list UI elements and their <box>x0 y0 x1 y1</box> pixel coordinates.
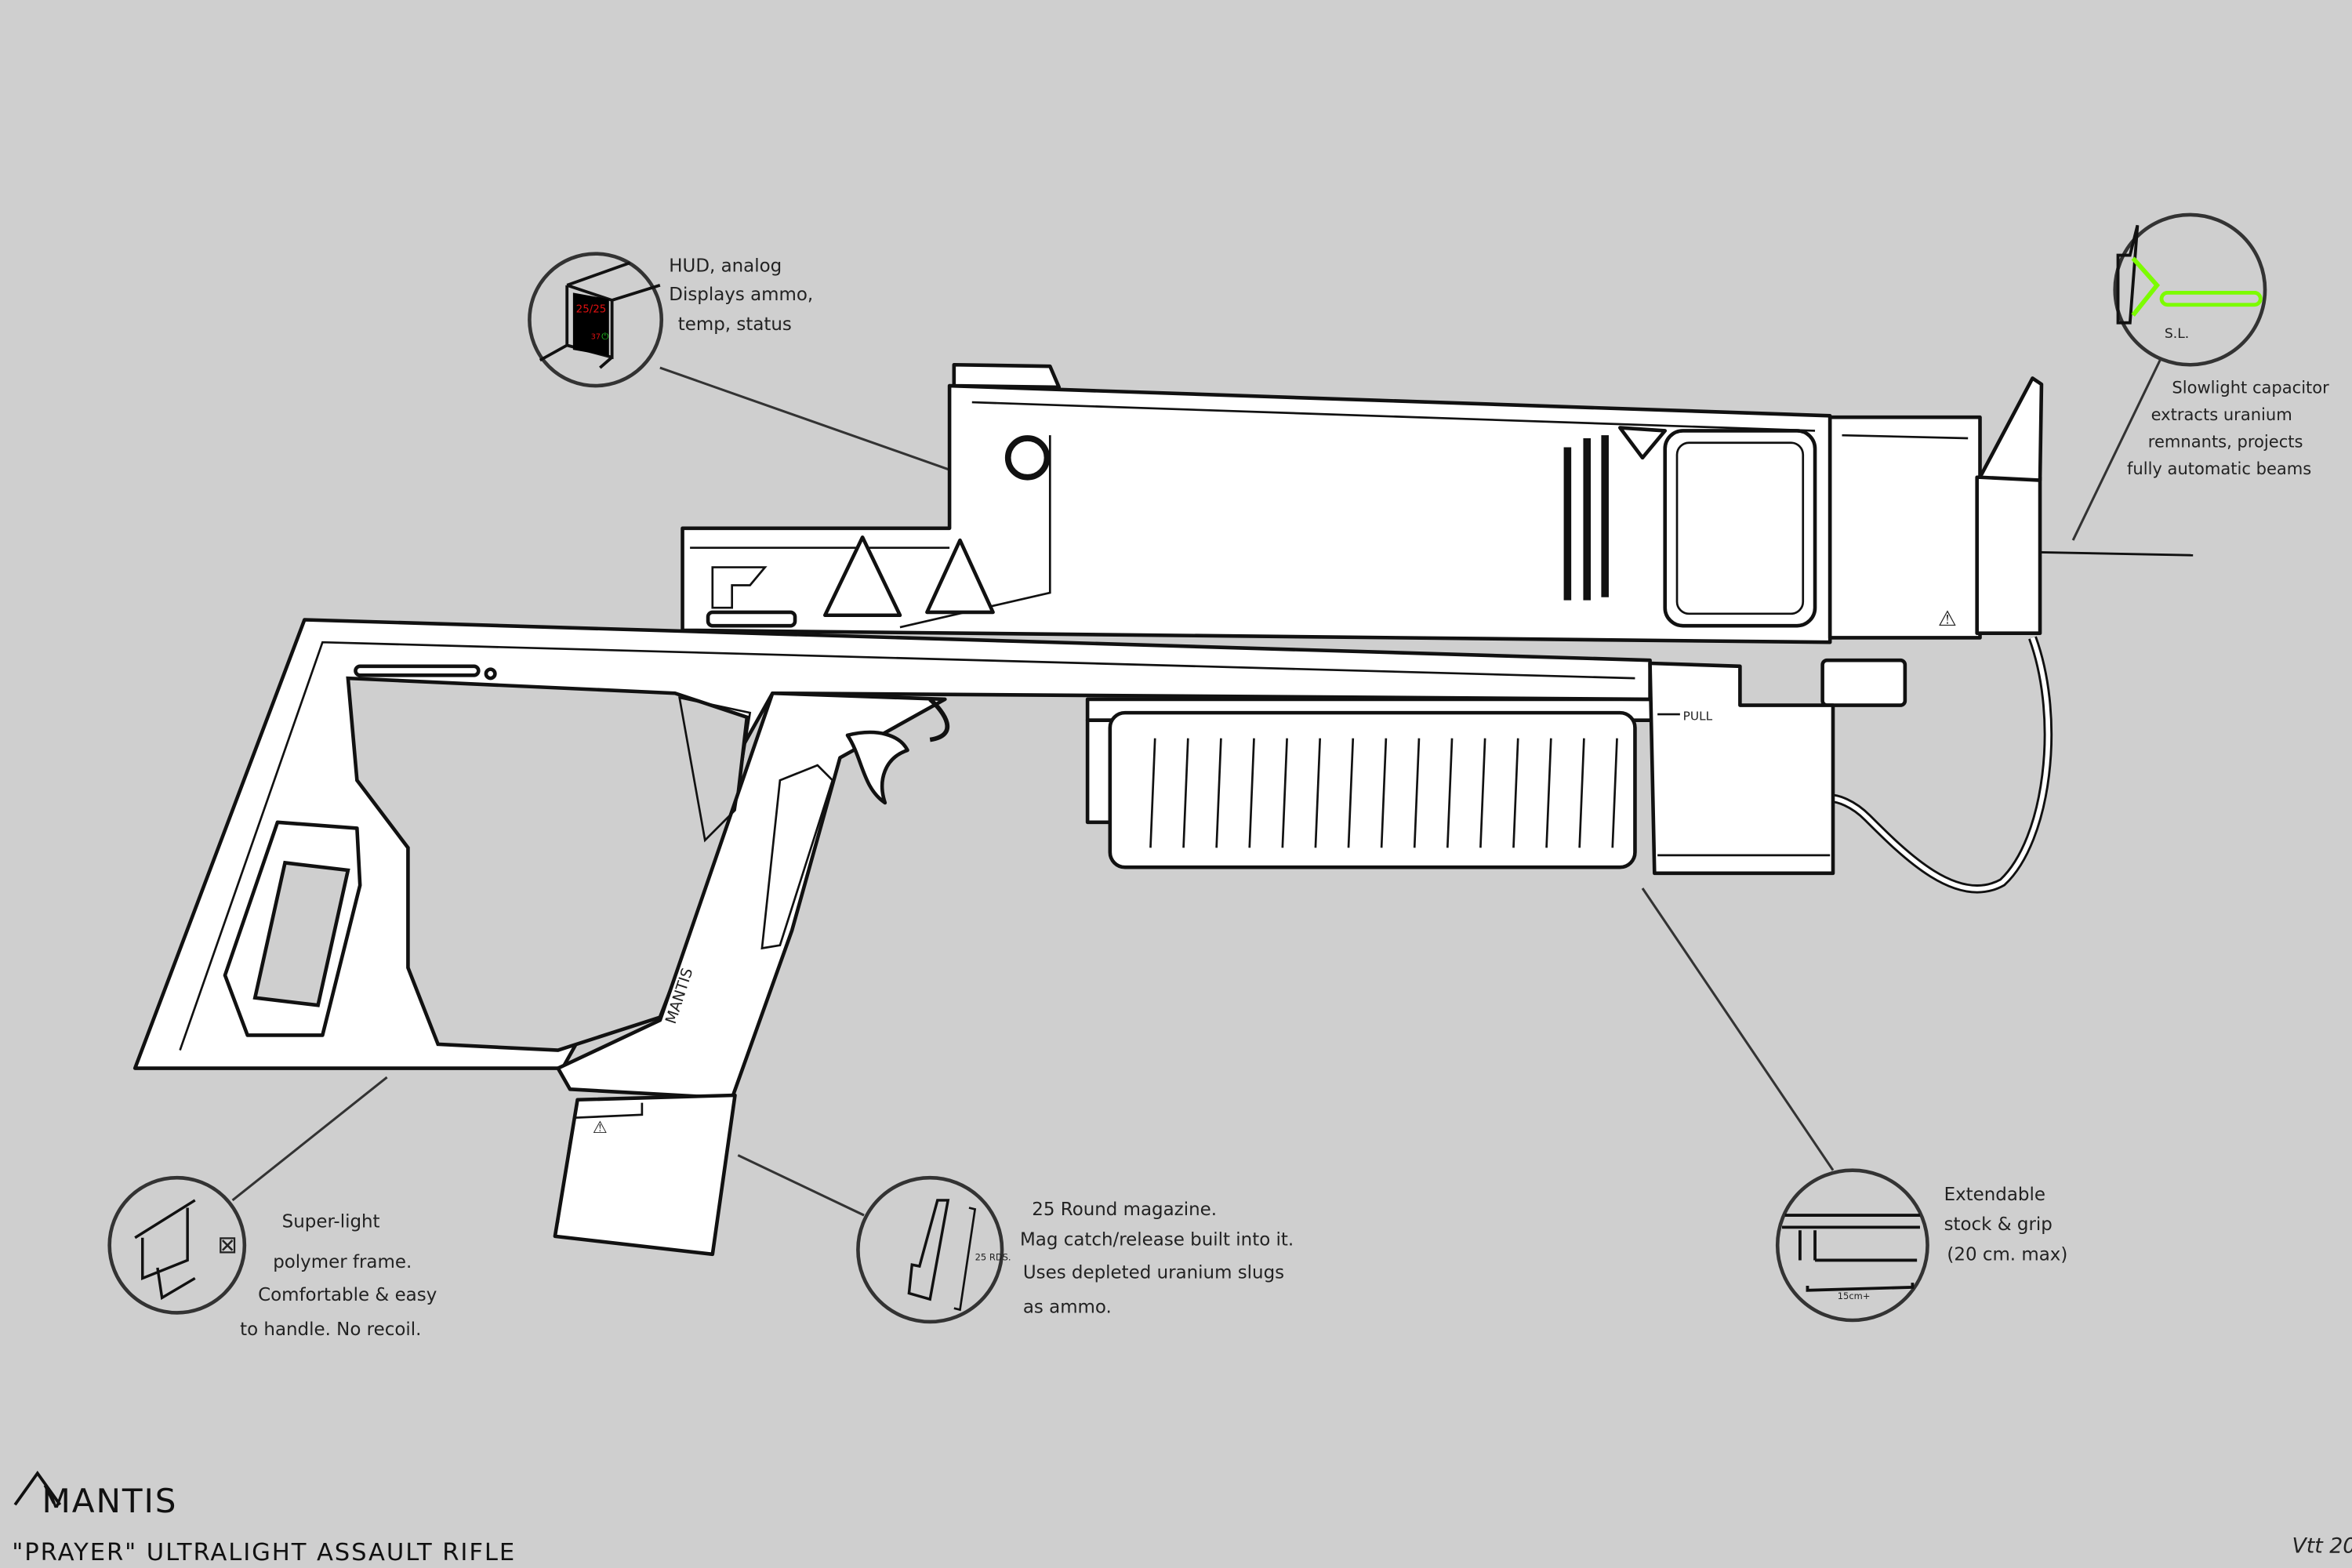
frame-callout: ⊠ Super-light polymer frame. Comfortable… <box>107 1175 437 1340</box>
frame-note-1: Super-light <box>282 1211 380 1232</box>
mantis-logo <box>13 1470 62 1506</box>
magazine-callout: 25 RDS. 25 Round magazine. Mag catch/rel… <box>856 1175 1294 1324</box>
foregrip-rib <box>1380 738 1388 848</box>
slowlight-note-3: remnants, projects <box>2148 431 2303 451</box>
slowlight-note-2: extracts uranium <box>2151 405 2292 424</box>
magazine-note-4: as ammo. <box>1023 1297 1112 1317</box>
stock-note-1: Extendable <box>1944 1185 2045 1205</box>
foregrip-rib <box>1512 738 1519 848</box>
frame-note-3: Comfortable & easy <box>258 1285 437 1305</box>
frame-note-2: polymer frame. <box>273 1252 412 1272</box>
stock-note-2: stock & grip <box>1944 1214 2053 1235</box>
pull-label: PULL <box>1683 710 1713 724</box>
foregrip-rib <box>1413 738 1421 848</box>
slowlight-note-1: Slowlight capacitor <box>2172 378 2329 397</box>
brand-title: MANTIS <box>42 1482 178 1520</box>
hud-note-2: Displays ammo, <box>669 285 813 305</box>
muzzle-line <box>2040 550 2194 557</box>
hud-note-1: HUD, analog <box>669 256 782 277</box>
foregrip <box>1085 697 1660 869</box>
svg-text:⚠: ⚠ <box>1938 607 1957 631</box>
stock-inset-label: 15cm+ <box>1838 1290 1871 1301</box>
hud-status-icon: ⏻ <box>601 331 608 342</box>
foregrip-rib <box>1545 738 1552 848</box>
foregrip-rib <box>1281 738 1288 848</box>
hud-temp-readout: 37 <box>591 333 601 342</box>
magazine-note-3: Uses depleted uranium slugs <box>1023 1262 1284 1283</box>
frame-note-4: to handle. No recoil. <box>240 1319 421 1340</box>
magazine <box>553 1093 737 1257</box>
foregrip-rib <box>1314 738 1322 848</box>
foregrip-rib <box>1446 738 1454 848</box>
foregrip-rib <box>1578 738 1585 848</box>
rifle-subtitle: "PRAYER" ULTRALIGHT ASSAULT RIFLE <box>12 1539 516 1566</box>
leader-lines <box>231 359 2161 1217</box>
artist-signature: Vtt 20 <box>2292 1534 2352 1559</box>
barrel-shroud <box>1828 415 1982 640</box>
front-sight <box>1978 376 2044 482</box>
slowlight-callout: S.L. Slowlight capacitor extracts uraniu… <box>2113 212 2329 478</box>
hud-ammo-readout: 25/25 <box>576 303 607 315</box>
slowlight-note-4: fully automatic beams <box>2127 459 2311 478</box>
foregrip-rib <box>1248 738 1255 848</box>
svg-text:⚠: ⚠ <box>593 1117 608 1137</box>
no-radiation-icon: ⊠ <box>217 1232 238 1259</box>
magazine-inset-label: 25 RDS. <box>975 1251 1011 1262</box>
foregrip-rib <box>1611 738 1618 848</box>
trigger <box>845 730 909 805</box>
hud-callout: 25/25 37 ⏻ HUD, analog Displays ammo, te… <box>528 252 813 388</box>
magazine-note-2: Mag catch/release built into it. <box>1020 1229 1294 1250</box>
hud-note-3: temp, status <box>678 314 792 335</box>
foregrip-rib <box>1149 738 1156 848</box>
foregrip-rib <box>1479 738 1486 848</box>
stock-cutout <box>346 676 750 1052</box>
foregrip-rib <box>1182 738 1189 848</box>
rifle-drawing: ⚠ ⚠ PULL MANTIS <box>132 362 2194 1257</box>
magazine-note-1: 25 Round magazine. <box>1032 1200 1217 1220</box>
stock-note-3: (20 cm. max) <box>1947 1244 2067 1265</box>
title-block: MANTIS "PRAYER" ULTRALIGHT ASSAULT RIFLE <box>12 1470 516 1566</box>
stock-callout: 15cm+ Extendable stock & grip (20 cm. ma… <box>1775 1168 2067 1323</box>
foregrip-rib <box>1215 738 1222 848</box>
foregrip-rib <box>1347 738 1355 848</box>
slowlight-inset-label: S.L. <box>2165 326 2189 342</box>
